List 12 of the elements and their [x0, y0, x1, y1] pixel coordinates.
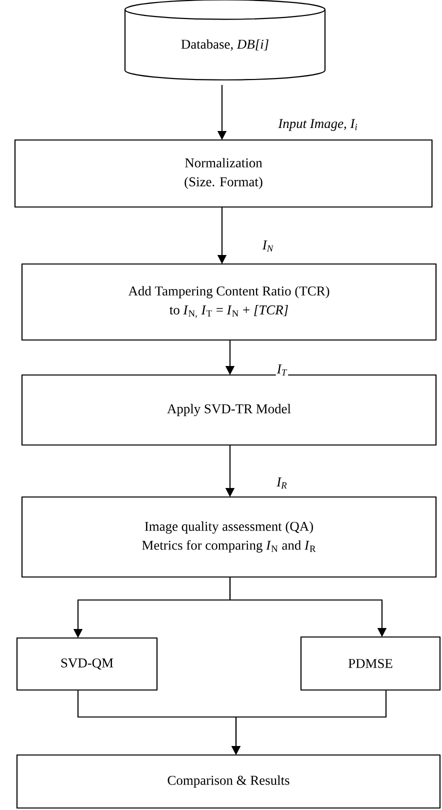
process-box: SVD-QM — [16, 637, 158, 691]
process-box: Normalization (Size. Format) — [14, 139, 433, 208]
edge-label: I$_{N}$ — [261, 240, 275, 252]
process-box: PDMSE — [300, 636, 441, 691]
edge-label: I$_{T}$ — [276, 364, 288, 376]
process-box: Comparison & Results — [16, 754, 441, 809]
process-box: Add Tampering Content Ratio (TCR) to I$_{N,}$ I$_{T}$ = I$_{N}$ + [TCR] — [21, 263, 437, 341]
process-box: Image quality assessment (QA) Metrics for comparing I$_{N}$ and I$_{R}$ — [21, 496, 437, 578]
edge-label: I$_{R}$ — [276, 476, 288, 490]
edge-label: Input Image, I$_{i}$ — [277, 118, 359, 132]
process-box: Apply SVD-TR Model — [21, 374, 437, 446]
database-cylinder: Database, DB[i] — [124, 0, 326, 80]
